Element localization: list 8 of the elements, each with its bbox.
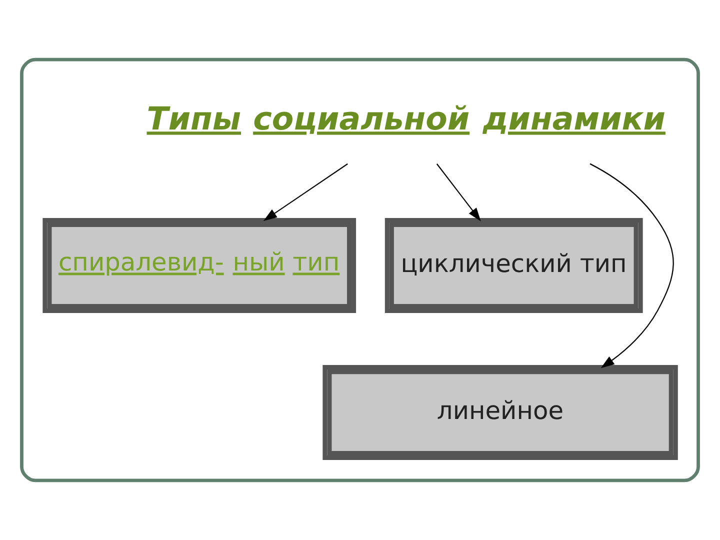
- arrow: [436, 164, 481, 222]
- arrow: [263, 163, 348, 221]
- cluster: [20, 58, 700, 482]
- node-box: линейное: [322, 365, 678, 460]
- node-box: циклический тип: [384, 218, 643, 313]
- node-text: Типы социальной динамики: [146, 102, 666, 138]
- node-box: спиралевид- ный тип: [42, 218, 356, 313]
- arrow: [590, 163, 674, 368]
